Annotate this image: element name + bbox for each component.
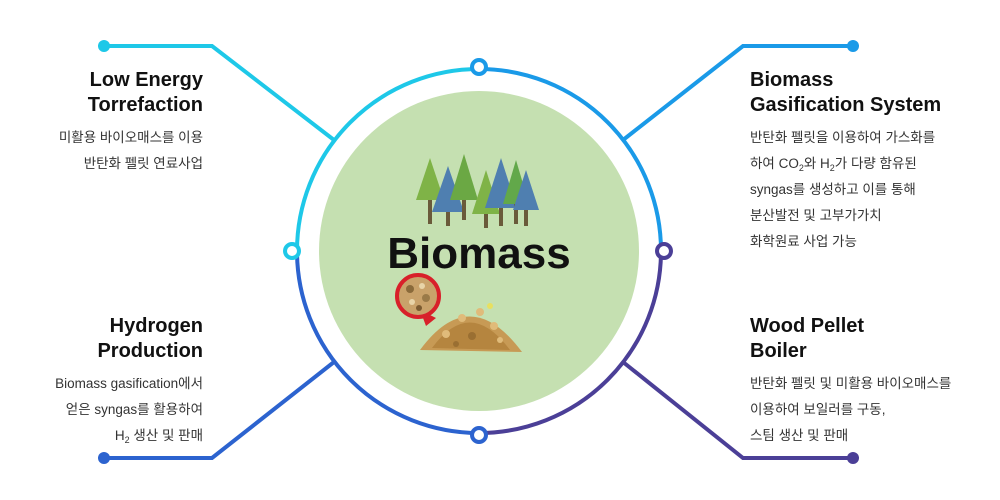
block-description: 미활용 바이오매스를 이용 반탄화 펠릿 연료사업 <box>59 125 203 177</box>
desc-line: 얻은 syngas를 활용하여 <box>65 402 203 417</box>
block-title: Biomass Gasification System <box>750 68 941 118</box>
connector-top-left <box>104 44 336 142</box>
block-biomass-gasification-system: Biomass Gasification System 반탄화 펠릿을 이용하여… <box>750 68 941 255</box>
ring-arc-bottom-right <box>478 250 663 435</box>
desc-line: 반탄화 펠릿을 이용하여 가스화를 <box>750 130 936 145</box>
tree-icon <box>450 154 478 220</box>
ring-node-top <box>470 58 488 76</box>
ring-arc-top-right <box>478 67 663 252</box>
desc-line: 반탄화 펠릿 및 미활용 바이오매스를 <box>750 376 952 391</box>
block-low-energy-torrefaction: Low Energy Torrefaction 미활용 바이오매스를 이용 반탄… <box>59 68 203 177</box>
desc-line: 분산발전 및 고부가가치 <box>750 208 882 223</box>
end-dot-top-right <box>847 40 859 52</box>
desc-line: Biomass gasification에서 <box>55 376 203 391</box>
connector-top-right <box>621 44 853 142</box>
forest-illustration <box>416 154 539 228</box>
h2-symbol: H <box>114 428 125 443</box>
title-line: Gasification System <box>750 94 942 116</box>
pellet-pile-icon <box>420 303 522 352</box>
title-line: Biomass <box>750 69 834 91</box>
block-description: 반탄화 펠릿 및 미활용 바이오매스를 이용하여 보일러를 구동, 스팀 생산 … <box>750 371 951 449</box>
block-description: 반탄화 펠릿을 이용하여 가스화를 하여 CO2와 H2가 다량 함유된 syn… <box>750 125 941 255</box>
desc-line: H2 생산 및 판매 <box>55 423 203 449</box>
desc-line: 미활용 바이오매스를 이용 <box>58 130 203 145</box>
end-dot-bottom-left <box>98 452 110 464</box>
block-title: Wood Pellet Boiler <box>750 314 951 364</box>
ring-arc-bottom-left <box>295 250 480 435</box>
connector-bottom-left <box>104 360 336 460</box>
tree-icon <box>513 170 539 226</box>
block-title: Low Energy Torrefaction <box>59 68 203 118</box>
tree-icon <box>432 166 464 226</box>
desc-line: syngas를 생성하고 이를 통해 <box>750 182 916 197</box>
end-dot-top-left <box>98 40 110 52</box>
desc-text: 하여 CO <box>750 156 799 171</box>
connector-bottom-right <box>621 360 853 460</box>
title-line: Production <box>97 340 203 362</box>
block-description: Biomass gasification에서 얻은 syngas를 활용하여 H… <box>55 371 203 449</box>
end-dot-bottom-right <box>847 452 859 464</box>
block-hydrogen-production: Hydrogen Production Biomass gasification… <box>55 314 203 449</box>
biomass-circle <box>319 91 639 411</box>
title-line: Boiler <box>750 340 807 362</box>
subscript: 2 <box>798 163 804 173</box>
ring-node-bottom <box>470 426 488 444</box>
desc-line: 스팀 생산 및 판매 <box>750 428 849 443</box>
desc-text: 생산 및 판매 <box>129 428 203 443</box>
ring-arc-top-left <box>295 67 480 252</box>
desc-line: 화학원료 사업 가능 <box>750 234 857 249</box>
block-title: Hydrogen Production <box>55 314 203 364</box>
wood-chips-magnifier-icon <box>395 273 441 326</box>
desc-line: 하여 CO2와 H2가 다량 함유된 <box>750 151 941 177</box>
block-wood-pellet-boiler: Wood Pellet Boiler 반탄화 펠릿 및 미활용 바이오매스를 이… <box>750 314 951 449</box>
desc-text: 와 H <box>803 156 830 171</box>
subscript: 2 <box>124 435 130 445</box>
desc-line: 이용하여 보일러를 구동, <box>750 402 886 417</box>
ring-node-left <box>283 242 301 260</box>
subscript: 2 <box>829 163 835 173</box>
title-line: Low Energy <box>89 69 203 91</box>
title-line: Wood Pellet <box>750 315 865 337</box>
ring-node-right <box>655 242 673 260</box>
center-label: Biomass <box>387 229 570 278</box>
desc-text: 가 다량 함유된 <box>834 156 917 171</box>
tree-icon <box>416 158 444 224</box>
title-line: Hydrogen <box>109 315 203 337</box>
title-line: Torrefaction <box>87 94 203 116</box>
desc-line: 반탄화 펠릿 연료사업 <box>83 156 203 171</box>
